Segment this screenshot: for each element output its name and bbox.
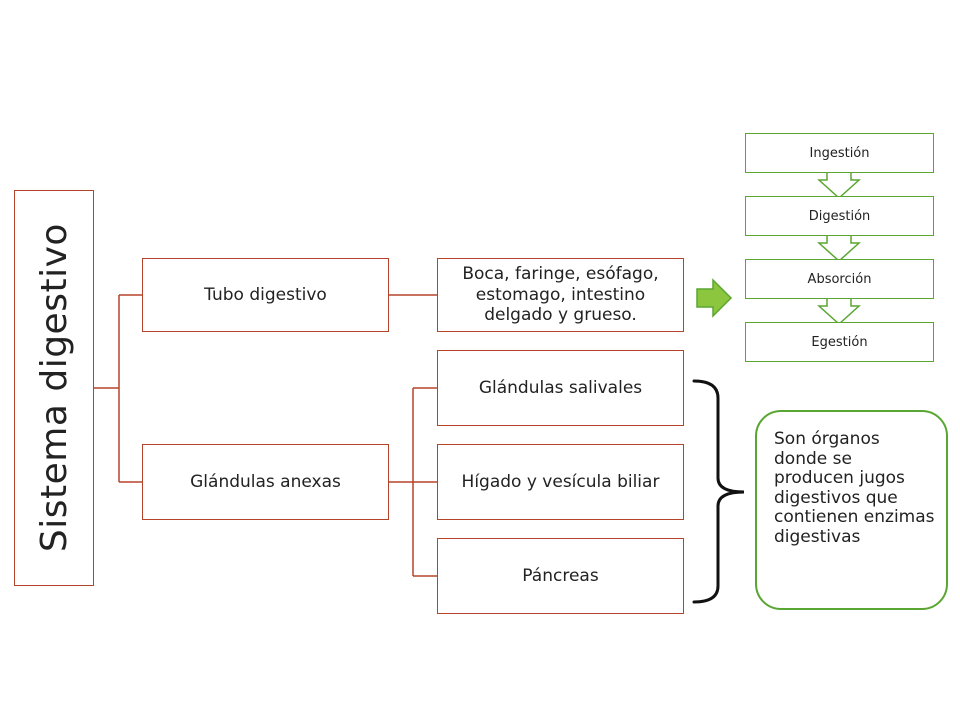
- root-label: Sistema digestivo: [33, 223, 75, 553]
- node-label: Boca, faringe, esófago, estomago, intest…: [462, 264, 659, 326]
- node-label: Glándulas anexas: [190, 471, 341, 492]
- chevron-down-icon: [817, 234, 861, 263]
- node-tubo-digestivo: Tubo digestivo: [142, 258, 389, 332]
- step-label: Digestión: [808, 208, 871, 224]
- node-higado-vesicula: Hígado y vesícula biliar: [437, 444, 684, 520]
- node-label: Hígado y vesícula biliar: [461, 471, 660, 492]
- node-glandulas-salivales: Glándulas salivales: [437, 350, 684, 426]
- step-absorcion: Absorción: [745, 259, 934, 299]
- root-node: Sistema digestivo: [14, 190, 94, 586]
- note-text: Son órganos donde se producen jugos dige…: [774, 429, 935, 547]
- node-label: Tubo digestivo: [204, 284, 327, 305]
- right-arrow-icon: [696, 278, 733, 318]
- step-egestion: Egestión: [745, 322, 934, 362]
- chevron-down-icon: [817, 171, 861, 200]
- note-box: Son órganos donde se producen jugos dige…: [755, 410, 948, 610]
- step-ingestion: Ingestión: [745, 133, 934, 173]
- step-label: Egestión: [811, 334, 868, 350]
- step-digestion: Digestión: [745, 196, 934, 236]
- node-label: Páncreas: [522, 565, 599, 586]
- right-bracket-icon: [692, 379, 745, 604]
- node-organos-tubo: Boca, faringe, esófago, estomago, intest…: [437, 258, 684, 332]
- step-label: Absorción: [807, 271, 872, 287]
- step-label: Ingestión: [809, 145, 870, 161]
- node-glandulas-anexas: Glándulas anexas: [142, 444, 389, 520]
- node-pancreas: Páncreas: [437, 538, 684, 614]
- chevron-down-icon: [817, 297, 861, 326]
- node-label: Glándulas salivales: [478, 377, 643, 398]
